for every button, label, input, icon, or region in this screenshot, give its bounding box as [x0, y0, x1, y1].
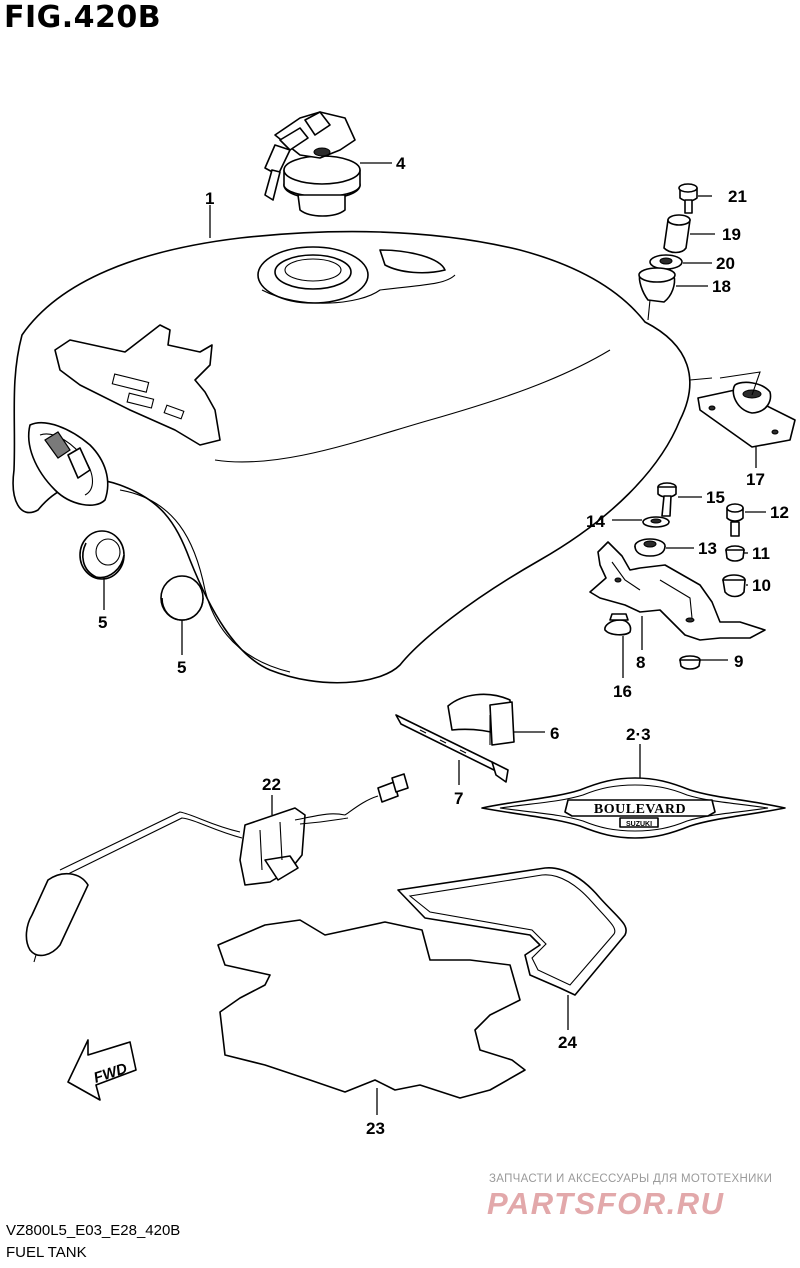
- emblem-part-2-3[interactable]: BOULEVARD SUZUKI: [481, 777, 786, 839]
- watermark-tagline: ЗАПЧАСТИ И АКСЕССУАРЫ ДЛЯ МОТОТЕХНИКИ: [489, 1173, 773, 1185]
- callout-1: 1: [205, 189, 214, 208]
- washer-part-14[interactable]: [642, 516, 670, 528]
- bolt-part-15[interactable]: [657, 482, 677, 517]
- callout-22: 22: [262, 775, 281, 794]
- cable-tie-part-7[interactable]: [395, 714, 509, 783]
- callout-9: 9: [734, 652, 743, 671]
- fuel-tank-part[interactable]: [12, 230, 691, 684]
- callout-11: 11: [752, 544, 770, 563]
- callout-16: 16: [613, 682, 632, 701]
- callout-23: 23: [366, 1119, 385, 1138]
- figure-title: FIG.420B: [4, 0, 162, 35]
- grommet-part-18[interactable]: [638, 267, 676, 321]
- seal-part-24[interactable]: [397, 867, 627, 996]
- bolt-part-12[interactable]: [726, 503, 744, 537]
- watermark-logo: PARTSFOR.RU: [487, 1186, 725, 1221]
- callout-17: 17: [746, 470, 765, 489]
- callout-5b: 5: [177, 658, 186, 677]
- figure-code: VZ800L5_E03_E28_420B: [6, 1222, 181, 1239]
- callout-15: 15: [706, 488, 725, 507]
- callout-2-3: 2·3: [626, 725, 651, 744]
- leader-lines: [103, 162, 766, 1115]
- callout-6: 6: [550, 724, 559, 743]
- emblem-subtext: SUZUKI: [626, 821, 652, 828]
- callout-7: 7: [454, 789, 463, 808]
- callout-13: 13: [698, 539, 717, 558]
- washer-part-20[interactable]: [649, 254, 683, 270]
- grommet-part-13[interactable]: [634, 538, 666, 557]
- rear-mount-part-17[interactable]: [689, 371, 796, 448]
- callout-14: 14: [586, 512, 605, 531]
- insulator-sheet-part-23[interactable]: [217, 919, 526, 1099]
- fuel-sender-part-22[interactable]: [25, 773, 409, 963]
- collar-part-11[interactable]: [725, 545, 745, 562]
- callout-18: 18: [712, 277, 731, 296]
- cushion-part-6[interactable]: [447, 693, 515, 746]
- grommet-part-10[interactable]: [722, 574, 746, 598]
- grommet-part-16[interactable]: [604, 613, 632, 636]
- callout-12: 12: [770, 503, 789, 522]
- callout-19: 19: [722, 225, 741, 244]
- callout-4: 4: [396, 154, 406, 173]
- collar-part-19[interactable]: [663, 214, 691, 254]
- cushion-part-5a[interactable]: [79, 530, 125, 580]
- bracket-part-8[interactable]: [589, 541, 766, 641]
- callout-24: 24: [558, 1033, 577, 1052]
- callout-10: 10: [752, 576, 771, 595]
- callout-5a: 5: [98, 613, 107, 632]
- fuel-cap-part[interactable]: [264, 111, 361, 217]
- callout-21: 21: [728, 187, 747, 206]
- bolt-part-21[interactable]: [678, 183, 698, 214]
- cushion-part-5b[interactable]: [160, 575, 204, 621]
- callout-labels: 1 4 21 19 20 18 17 15 12 14 13 11 10 8 9…: [98, 154, 789, 1138]
- nut-part-9[interactable]: [679, 655, 701, 670]
- callout-20: 20: [716, 254, 735, 273]
- emblem-text: BOULEVARD: [594, 802, 686, 817]
- figure-name: FUEL TANK: [6, 1244, 87, 1261]
- forward-arrow-icon: FWD: [67, 1039, 137, 1101]
- callout-8: 8: [636, 653, 645, 672]
